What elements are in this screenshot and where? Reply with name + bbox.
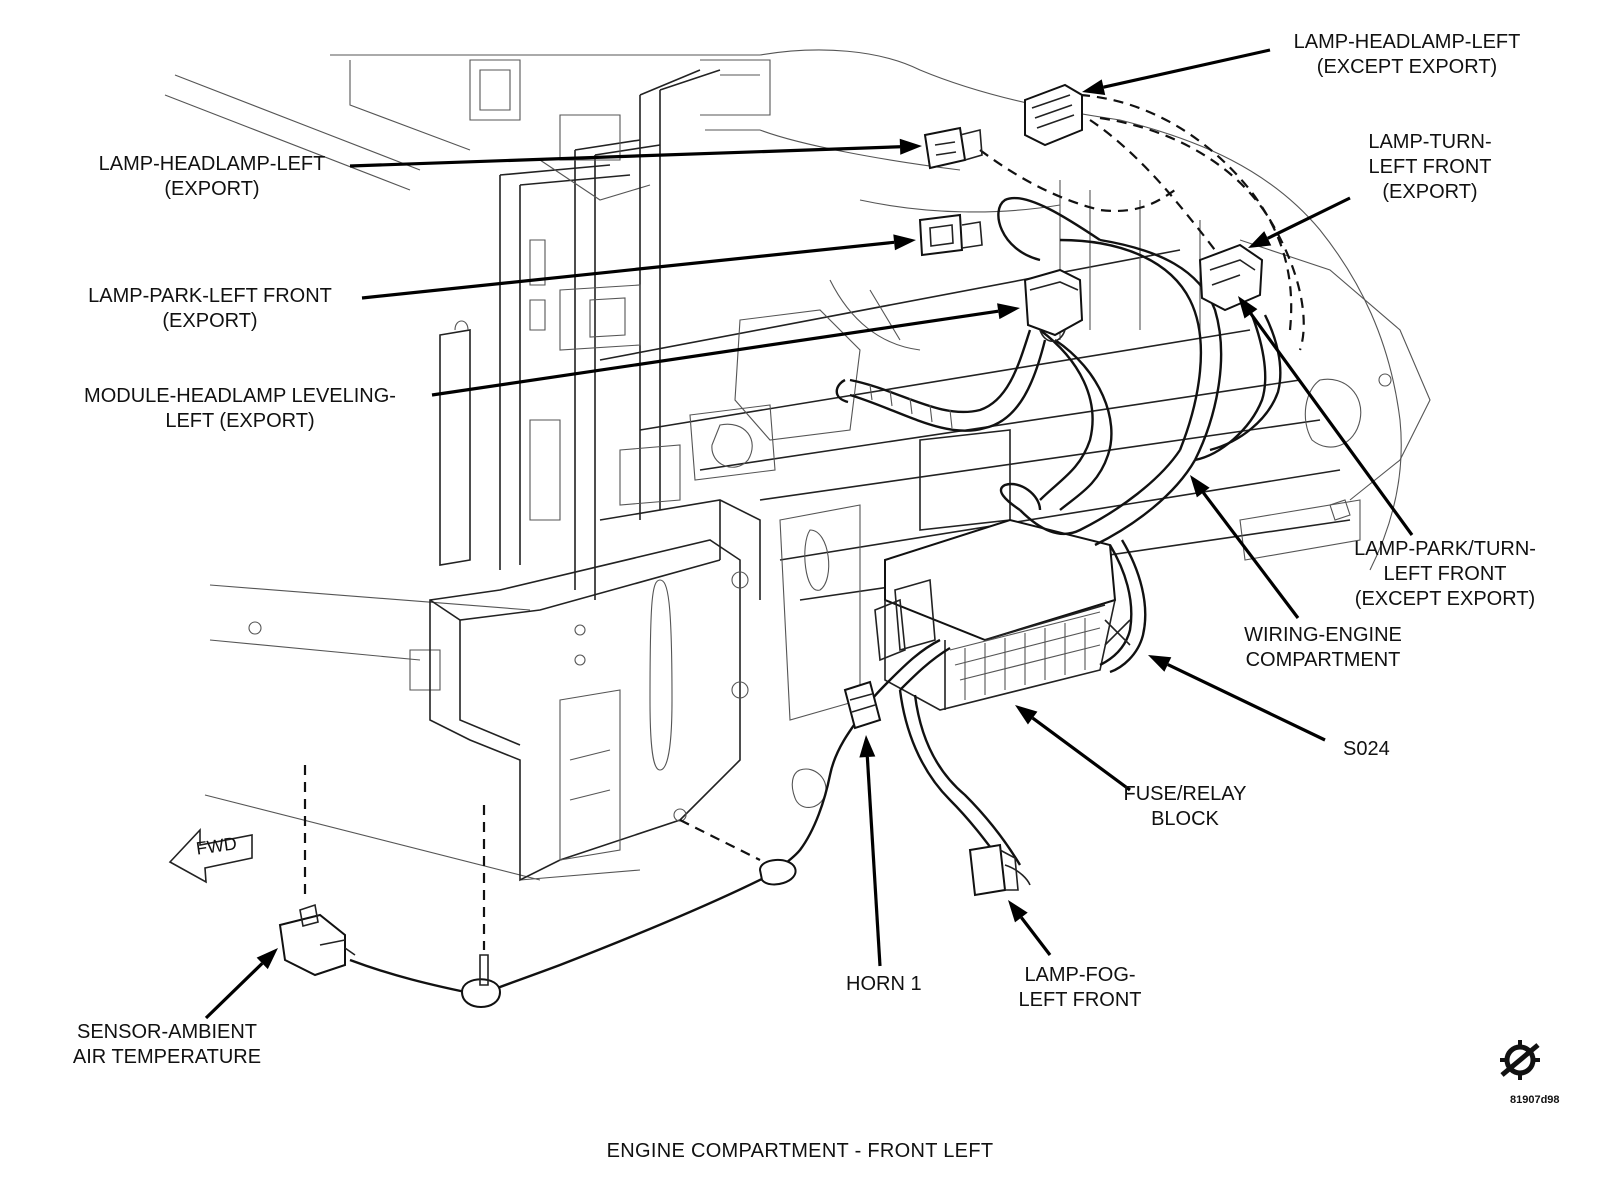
park-left-front-export-connector [918, 213, 983, 257]
fuse-relay-block [874, 518, 1117, 711]
leader-headlamp-left-except-export [1082, 48, 1271, 96]
leader-sensor-ambient-air-temperature [204, 948, 278, 1020]
label-fuse-relay-block: FUSE/RELAY BLOCK [1123, 783, 1247, 830]
leader-lines [204, 48, 1414, 1020]
turn-left-front-export-connector [1198, 243, 1264, 312]
ambient-air-temperature-sensor [278, 903, 356, 977]
mounting-bracket [429, 499, 861, 882]
label-fog-left-front: LAMP-FOG- LEFT FRONT [1018, 964, 1142, 1011]
label-wiring-engine-compartment: WIRING-ENGINE COMPARTMENT [1244, 624, 1402, 671]
leader-wiring-engine-compartment [1190, 475, 1300, 619]
label-turn-left-front-export: LAMP-TURN- LEFT FRONT (EXPORT) [1368, 131, 1492, 203]
label-s024: S024 [1343, 738, 1390, 760]
s024-splice-mark [1104, 619, 1131, 646]
label-sensor-ambient-air-temperature: SENSOR-AMBIENT AIR TEMPERATURE [72, 1021, 262, 1068]
headlamp-left-except-export-connector [1024, 83, 1083, 147]
leader-turn-left-front-export [1248, 196, 1351, 248]
leader-fog-left-front [1008, 900, 1052, 956]
radiator-support-structure [164, 49, 1431, 881]
hidden-harness-routing [303, 93, 1305, 950]
label-horn-1: HORN 1 [846, 973, 922, 995]
fog-left-front-connector [968, 843, 1031, 897]
horn-connector [843, 680, 882, 730]
label-module-headlamp-leveling: MODULE-HEADLAMP LEVELING- LEFT (EXPORT) [84, 385, 396, 432]
chassis-symbol-icon [1500, 1040, 1540, 1080]
label-park-turn-left-front: LAMP-PARK/TURN- LEFT FRONT (EXCEPT EXPOR… [1354, 538, 1536, 610]
label-park-left-front-export: LAMP-PARK-LEFT FRONT (EXPORT) [88, 285, 332, 332]
leader-s024 [1148, 655, 1326, 742]
label-headlamp-left-except-export: LAMP-HEADLAMP-LEFT (EXCEPT EXPORT) [1293, 31, 1521, 78]
leader-park-turn-left-front [1238, 296, 1414, 536]
leader-module-headlamp-leveling [431, 303, 1020, 397]
leader-park-left-front-export [361, 234, 916, 300]
forward-arrow-icon [168, 827, 253, 884]
leader-fuse-relay-block [1015, 705, 1131, 792]
leader-horn-1 [859, 735, 882, 967]
label-headlamp-left-export: LAMP-HEADLAMP-LEFT (EXPORT) [98, 153, 326, 200]
headlamp-leveling-module-connector [1023, 268, 1084, 343]
reference-code: 81907d98 [1510, 1094, 1560, 1106]
connectors [278, 83, 1264, 1008]
headlamp-left-export-connector [923, 126, 983, 170]
wiring-engine-compartment-harness [349, 197, 1282, 997]
leader-headlamp-left-export [349, 138, 922, 168]
diagram-caption: ENGINE COMPARTMENT - FRONT LEFT [606, 1140, 994, 1162]
harness-clip [460, 859, 797, 1008]
